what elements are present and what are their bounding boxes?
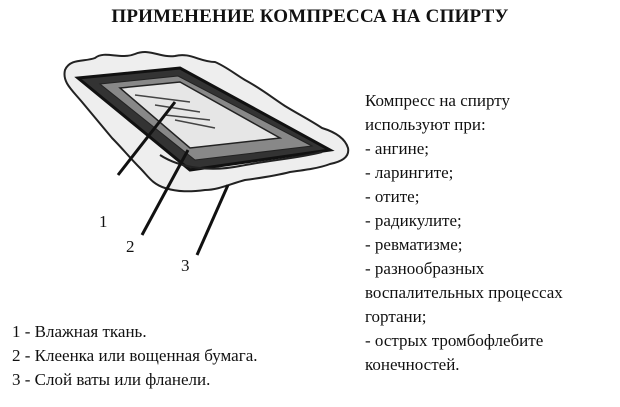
uses-item: - ревматизме;: [365, 235, 463, 254]
page-title: ПРИМЕНЕНИЕ КОМПРЕССА НА СПИРТУ: [111, 6, 509, 27]
uses-item: конечностей.: [365, 355, 460, 374]
callout-1: 1: [99, 212, 108, 231]
legend-item-1: 1 - Влажная ткань.: [12, 322, 147, 341]
uses-item: - отите;: [365, 187, 420, 206]
uses-intro-line1: Компресс на спирту: [365, 91, 510, 110]
legend-item-3: 3 - Слой ваты или фланели.: [12, 370, 211, 389]
uses-item: гортани;: [365, 307, 427, 326]
compress-illustration-icon: [63, 51, 350, 256]
uses-item: - радикулите;: [365, 211, 462, 230]
callout-2: 2: [126, 237, 135, 256]
uses-item: - разнообразных: [365, 259, 485, 278]
uses-item: - острых тромбофлебите: [365, 331, 544, 350]
callout-3: 3: [181, 256, 190, 275]
uses-item: - ангине;: [365, 139, 429, 158]
legend: 1 - Влажная ткань. 2 - Клеенка или вощен…: [12, 320, 258, 392]
uses-item: - ларингите;: [365, 163, 454, 182]
uses-item: воспалительных процессах: [365, 283, 563, 302]
uses-intro-line2: используют при:: [365, 115, 486, 134]
uses-list: Компресс на спирту используют при: - анг…: [365, 89, 563, 377]
legend-item-2: 2 - Клеенка или вощенная бумага.: [12, 346, 258, 365]
